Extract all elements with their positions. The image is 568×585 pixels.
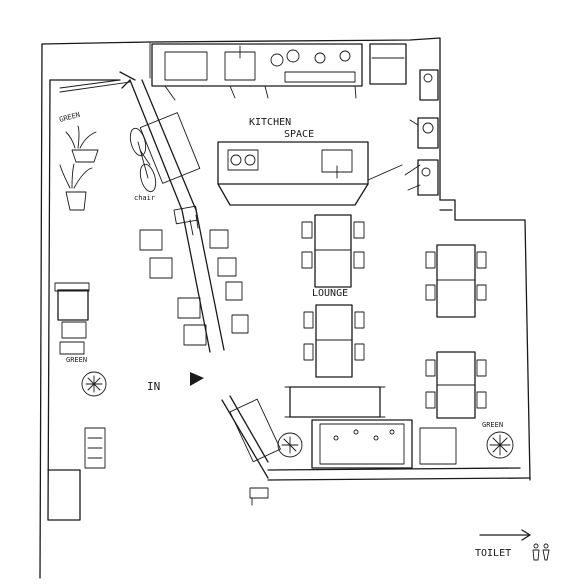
restroom-people-icon (532, 543, 550, 561)
bar-chairs (139, 205, 249, 346)
fridge (369, 43, 407, 85)
chair-label: chair (134, 194, 155, 202)
plant-sofa (277, 432, 303, 458)
left-table (54, 282, 90, 355)
green-label-top: GREEN (58, 111, 80, 124)
sofa-area (229, 386, 457, 469)
plants-left (59, 125, 107, 397)
lounge-tables-center (301, 214, 365, 378)
green-label-right: GREEN (482, 421, 503, 429)
green-label-left: GREEN (66, 356, 87, 364)
low-shelf-left (84, 427, 106, 469)
outer-walls (39, 37, 531, 579)
lounge-label: LOUNGE (312, 288, 348, 299)
triangle-arrow-icon (190, 372, 204, 386)
lounge-tables-right (425, 244, 487, 419)
entrance-label: IN (147, 380, 160, 393)
arrow-right-icon (479, 529, 531, 541)
kitchen-counter (151, 43, 363, 101)
bicycle (129, 127, 157, 193)
bar-counter (59, 71, 225, 353)
entrance-sign (249, 487, 269, 506)
plant-right (486, 431, 514, 459)
kitchen-island (217, 141, 403, 206)
kitchen-label-line1: KITCHEN (249, 117, 291, 128)
toilet-label: TOILET (475, 548, 511, 559)
kitchen-label-line2: SPACE (284, 129, 314, 140)
wall-shelves (404, 69, 439, 196)
